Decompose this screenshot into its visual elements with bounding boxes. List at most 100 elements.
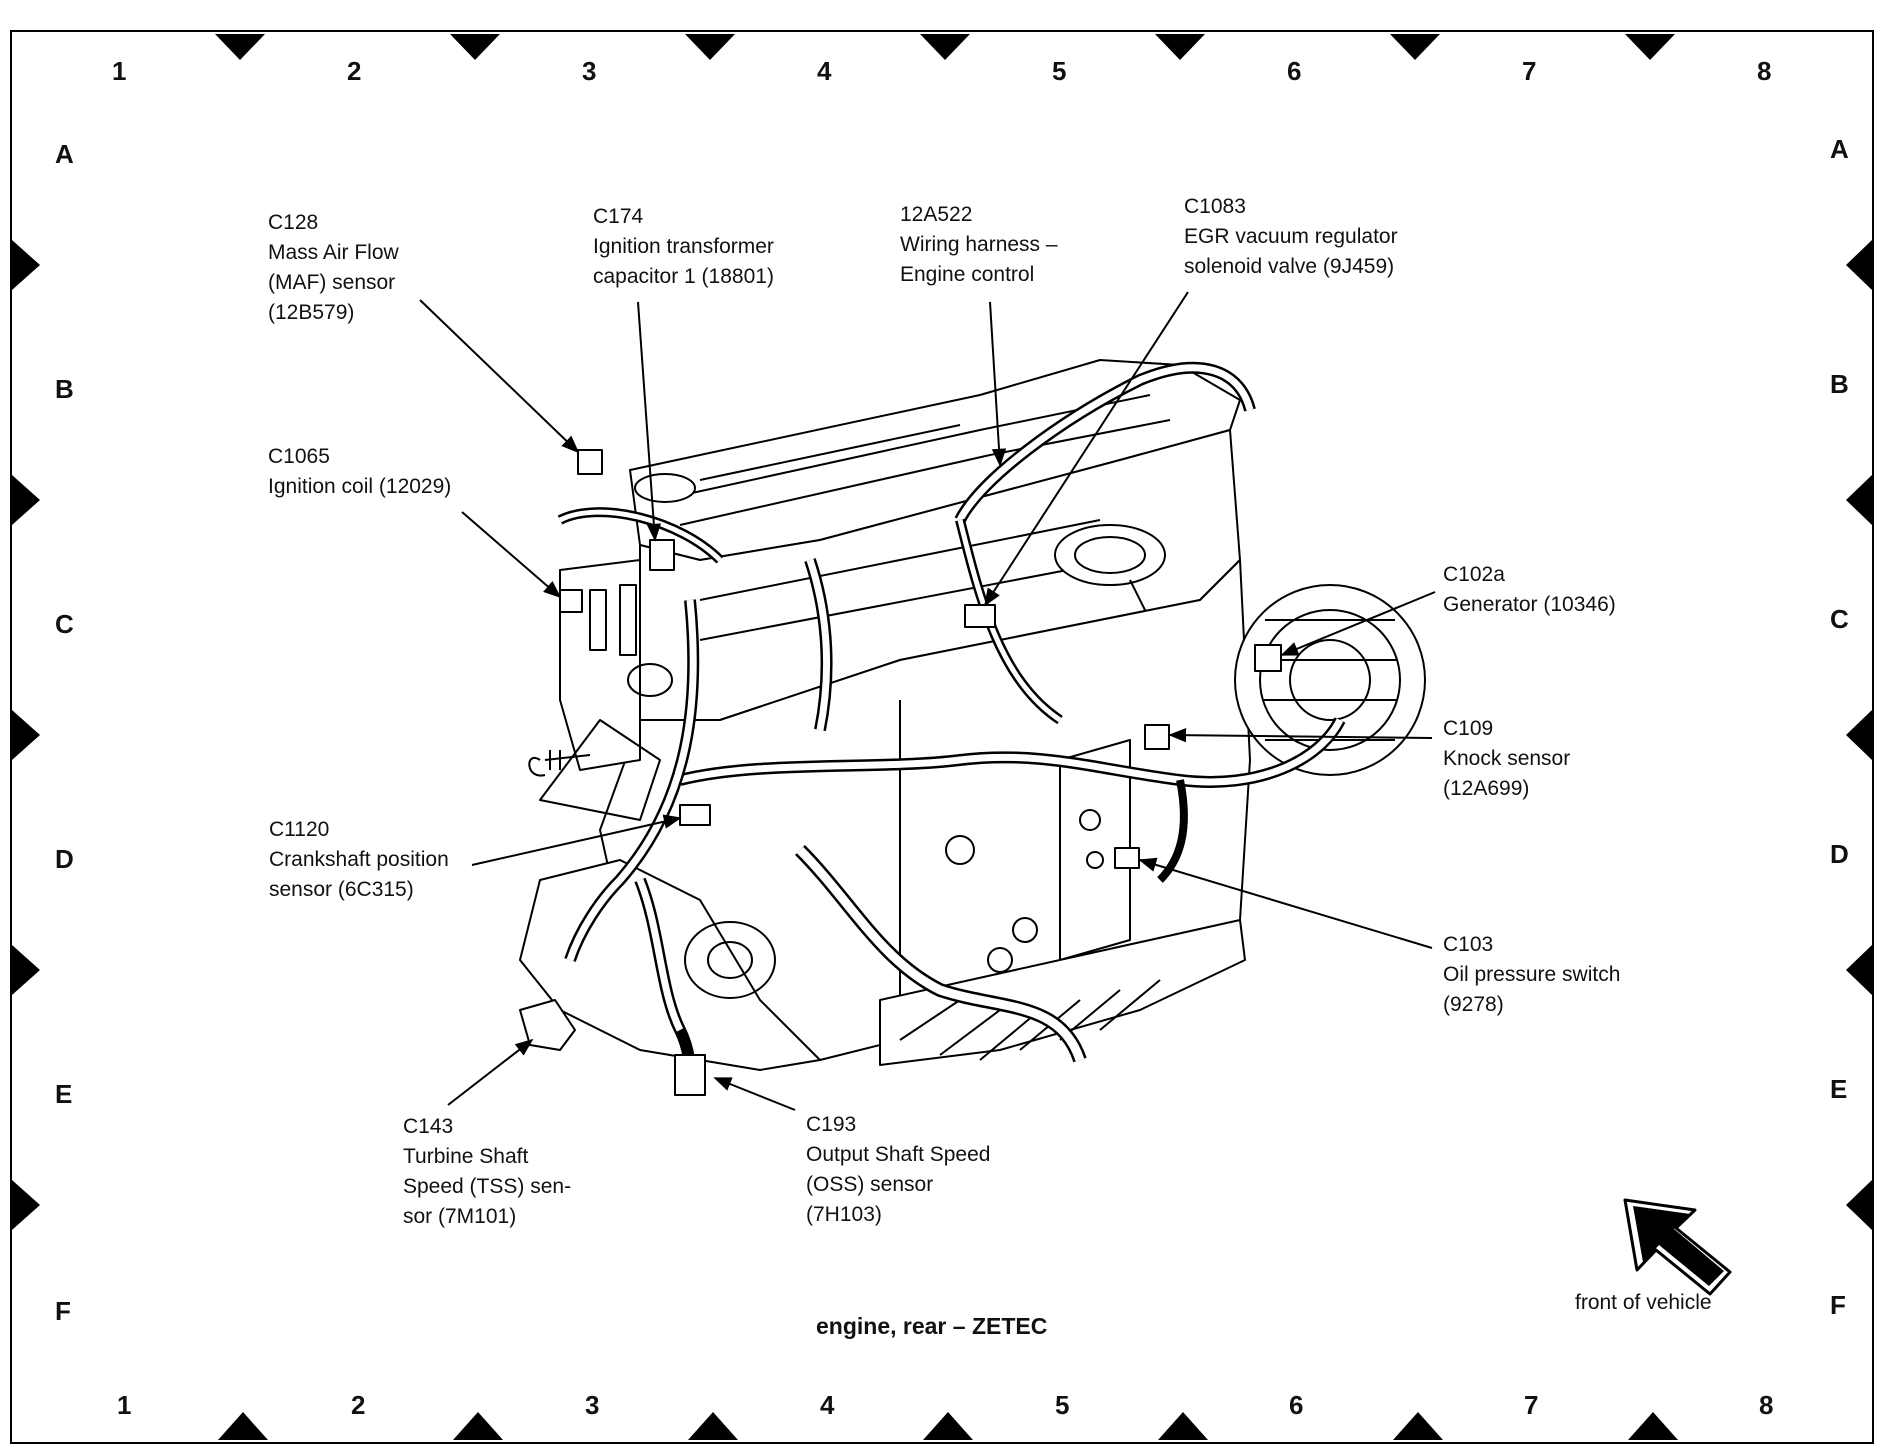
callout-c1065: C1065 Ignition coil (12029) <box>268 442 451 502</box>
callout-c193-line-2: (OSS) sensor <box>806 1173 934 1196</box>
callout-12a522-line-2: Engine control <box>900 263 1035 286</box>
callout-c128-id: C128 <box>268 211 319 234</box>
callout-c1083-line-1: EGR vacuum regulator <box>1184 225 1398 248</box>
front-of-vehicle-arrow-icon <box>1623 1198 1732 1296</box>
frame-markers-right <box>1846 240 1872 1230</box>
row-label-left-E: E <box>55 1079 73 1109</box>
callout-c128-line-2: (MAF) sensor <box>268 271 396 294</box>
callout-c1065-id: C1065 <box>268 445 330 468</box>
leader-c109 <box>1168 727 1433 743</box>
callout-c103-line-1: Oil pressure switch <box>1443 963 1621 986</box>
callout-c1120-line-2: sensor (6C315) <box>269 878 414 901</box>
callout-c1083: C1083 EGR vacuum regulator solenoid valv… <box>1184 192 1398 282</box>
callout-c143-line-2: Speed (TSS) sen- <box>403 1175 572 1198</box>
row-label-right-E: E <box>1830 1074 1848 1104</box>
callout-c143-line-1: Turbine Shaft <box>403 1145 529 1168</box>
leader-c102a <box>1280 591 1436 656</box>
leader-12a522 <box>989 301 1007 467</box>
col-label-bottom-6: 6 <box>1289 1390 1304 1420</box>
col-label-bottom-4: 4 <box>820 1390 835 1420</box>
callout-c193-id: C193 <box>806 1113 857 1136</box>
row-label-left-A: A <box>55 139 74 169</box>
col-label-bottom-8: 8 <box>1759 1390 1774 1420</box>
callout-c102a-line-1: Generator (10346) <box>1443 593 1616 616</box>
row-label-right-D: D <box>1830 839 1849 869</box>
leader-c103 <box>1138 857 1433 949</box>
row-label-right-F: F <box>1830 1290 1846 1320</box>
ignition-capacitor-connector <box>649 539 675 571</box>
oss-connector <box>674 1054 706 1096</box>
col-label-top-4: 4 <box>817 56 832 86</box>
row-label-right-A: A <box>1830 134 1849 164</box>
row-label-left-D: D <box>55 844 74 874</box>
diagram-border <box>10 30 1874 1444</box>
leader-c193 <box>713 1077 796 1111</box>
callout-12a522-line-1: Wiring harness – <box>900 233 1058 256</box>
callout-c128-line-3: (12B579) <box>268 301 355 324</box>
callout-c174-line-1: Ignition transformer <box>593 235 774 258</box>
knock-sensor-connector <box>1144 724 1170 750</box>
col-label-top-2: 2 <box>347 56 362 86</box>
col-label-top-6: 6 <box>1287 56 1302 86</box>
callout-12a522: 12A522 Wiring harness – Engine control <box>900 200 1058 290</box>
col-label-top-3: 3 <box>582 56 597 86</box>
callout-c103: C103 Oil pressure switch (9278) <box>1443 930 1620 1020</box>
callout-c103-id: C103 <box>1443 933 1494 956</box>
callout-c103-line-2: (9278) <box>1443 993 1504 1016</box>
col-label-bottom-2: 2 <box>351 1390 366 1420</box>
callout-c102a-id: C102a <box>1443 563 1505 586</box>
callout-c193: C193 Output Shaft Speed (OSS) sensor (7H… <box>806 1110 990 1230</box>
row-label-right-B: B <box>1830 369 1849 399</box>
leader-c1083 <box>984 291 1189 607</box>
callout-c102a: C102a Generator (10346) <box>1443 560 1616 620</box>
callout-c1083-id: C1083 <box>1184 195 1246 218</box>
leader-c1065 <box>461 511 562 599</box>
col-label-top-1: 1 <box>112 56 127 86</box>
diagram-caption: engine, rear – ZETEC <box>816 1313 1048 1339</box>
callout-c109: C109 Knock sensor (12A699) <box>1443 714 1570 804</box>
maf-connector <box>577 449 603 475</box>
col-label-top-8: 8 <box>1757 56 1772 86</box>
col-label-bottom-7: 7 <box>1524 1390 1539 1420</box>
callout-c193-line-3: (7H103) <box>806 1203 882 1226</box>
row-label-right-C: C <box>1830 604 1849 634</box>
callout-c1120-id: C1120 <box>269 818 330 841</box>
callout-c109-line-2: (12A699) <box>1443 777 1530 800</box>
callout-c109-id: C109 <box>1443 717 1494 740</box>
callout-c174: C174 Ignition transformer capacitor 1 (1… <box>593 202 774 292</box>
callout-c143-id: C143 <box>403 1115 454 1138</box>
callout-c1065-line-1: Ignition coil (12029) <box>268 475 452 498</box>
callout-c1083-line-2: solenoid valve (9J459) <box>1184 255 1395 278</box>
col-label-top-7: 7 <box>1522 56 1537 86</box>
callout-c143: C143 Turbine Shaft Speed (TSS) sen- sor … <box>403 1112 571 1232</box>
col-label-bottom-1: 1 <box>117 1390 132 1420</box>
callout-c128: C128 Mass Air Flow (MAF) sensor (12B579) <box>268 208 399 328</box>
row-label-left-C: C <box>55 609 74 639</box>
leader-c1120 <box>471 814 682 866</box>
row-label-left-B: B <box>55 374 74 404</box>
generator-connector <box>1254 644 1282 672</box>
callout-c193-line-1: Output Shaft Speed <box>806 1143 991 1166</box>
leader-lines <box>419 291 1436 1111</box>
leader-c143 <box>447 1038 534 1106</box>
frame-markers-top <box>215 34 1675 60</box>
callout-c1120-line-1: Crankshaft position <box>269 848 449 871</box>
front-of-vehicle-label: front of vehicle <box>1575 1291 1712 1314</box>
callout-c174-id: C174 <box>593 205 644 228</box>
col-label-bottom-5: 5 <box>1055 1390 1070 1420</box>
callout-c109-line-1: Knock sensor <box>1443 747 1571 770</box>
callout-c1120: C1120 Crankshaft position sensor (6C315) <box>269 815 449 905</box>
wiring-harness <box>557 361 1346 1071</box>
callout-c128-line-1: Mass Air Flow <box>268 241 399 264</box>
callout-12a522-id: 12A522 <box>900 203 973 226</box>
callout-c143-line-3: sor (7M101) <box>403 1205 517 1228</box>
leader-c174 <box>637 301 662 542</box>
leader-c128 <box>419 299 580 454</box>
callout-c174-line-2: capacitor 1 (18801) <box>593 265 774 288</box>
frame-markers-bottom <box>218 1412 1678 1440</box>
frame-markers-left <box>12 240 40 1230</box>
col-label-bottom-3: 3 <box>585 1390 600 1420</box>
oil-pressure-connector <box>1114 847 1140 869</box>
